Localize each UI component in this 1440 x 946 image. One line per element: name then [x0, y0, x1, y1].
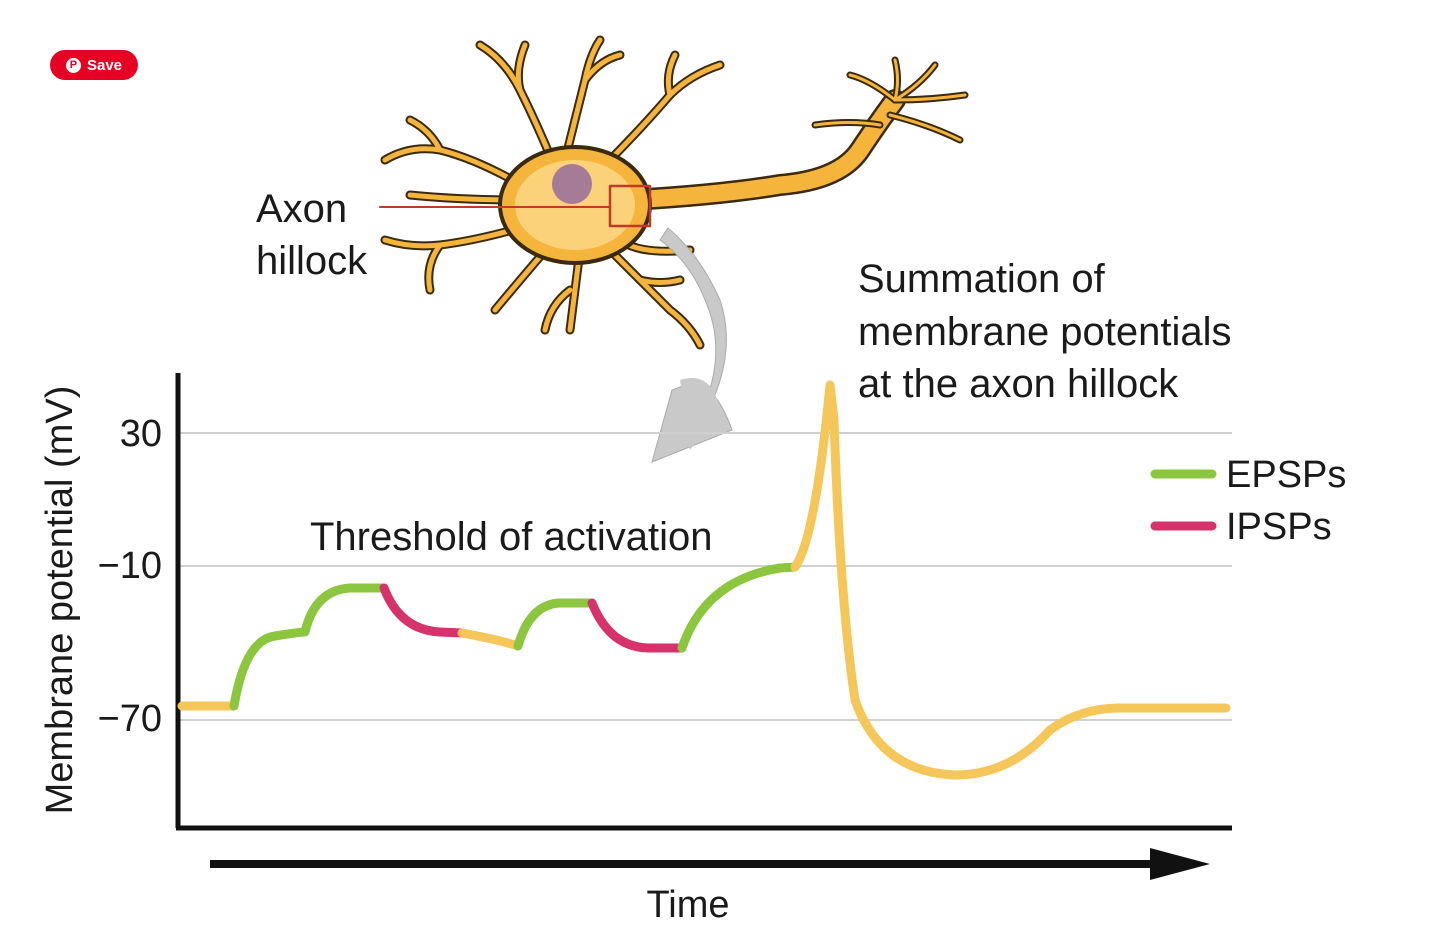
save-button-label: Save: [86, 56, 123, 74]
dendrites-fill: [382, 37, 723, 348]
ipsp-segment-2: [587, 598, 687, 653]
epsp-segment-1: [229, 583, 389, 711]
legend-ipsp-label: IPSPs: [1226, 506, 1332, 548]
epsp-segment-2: [513, 598, 597, 651]
axon-terminals-outline: [811, 56, 969, 144]
y-axis-label: Membrane potential (mV): [39, 386, 81, 815]
x-axis-label: Time: [646, 884, 729, 926]
axon-hillock-label-line1: Axon: [256, 187, 347, 231]
y-tick-minus70: −70: [98, 698, 162, 740]
save-button[interactable]: P Save: [50, 50, 138, 80]
trace-decay-1: [457, 628, 523, 651]
threshold-label: Threshold of activation: [310, 515, 712, 559]
membrane-trace: [177, 380, 1231, 780]
y-tick-minus10: −10: [98, 545, 162, 587]
ipsp-segment-1: [379, 583, 467, 638]
y-tick-30: 30: [120, 413, 162, 455]
summation-line1: Summation of: [858, 257, 1106, 301]
chart-legend: EPSPs IPSPs: [1150, 454, 1346, 548]
time-arrow: [210, 848, 1210, 880]
action-potential: [790, 380, 1231, 780]
axon-terminals-fill: [813, 58, 967, 142]
pinterest-icon: P: [65, 57, 81, 73]
summation-line3: at the axon hillock: [858, 362, 1179, 406]
epsp-segment-3: [677, 562, 800, 653]
axon-hillock-label-line2: hillock: [256, 239, 368, 283]
chart-gridlines: [178, 432, 1232, 721]
neuron-illustration: [379, 35, 969, 350]
summation-line2: membrane potentials: [858, 310, 1232, 354]
zoom-arrow: [651, 227, 733, 463]
nucleus: [552, 164, 592, 204]
legend-epsp-label: EPSPs: [1226, 454, 1346, 496]
